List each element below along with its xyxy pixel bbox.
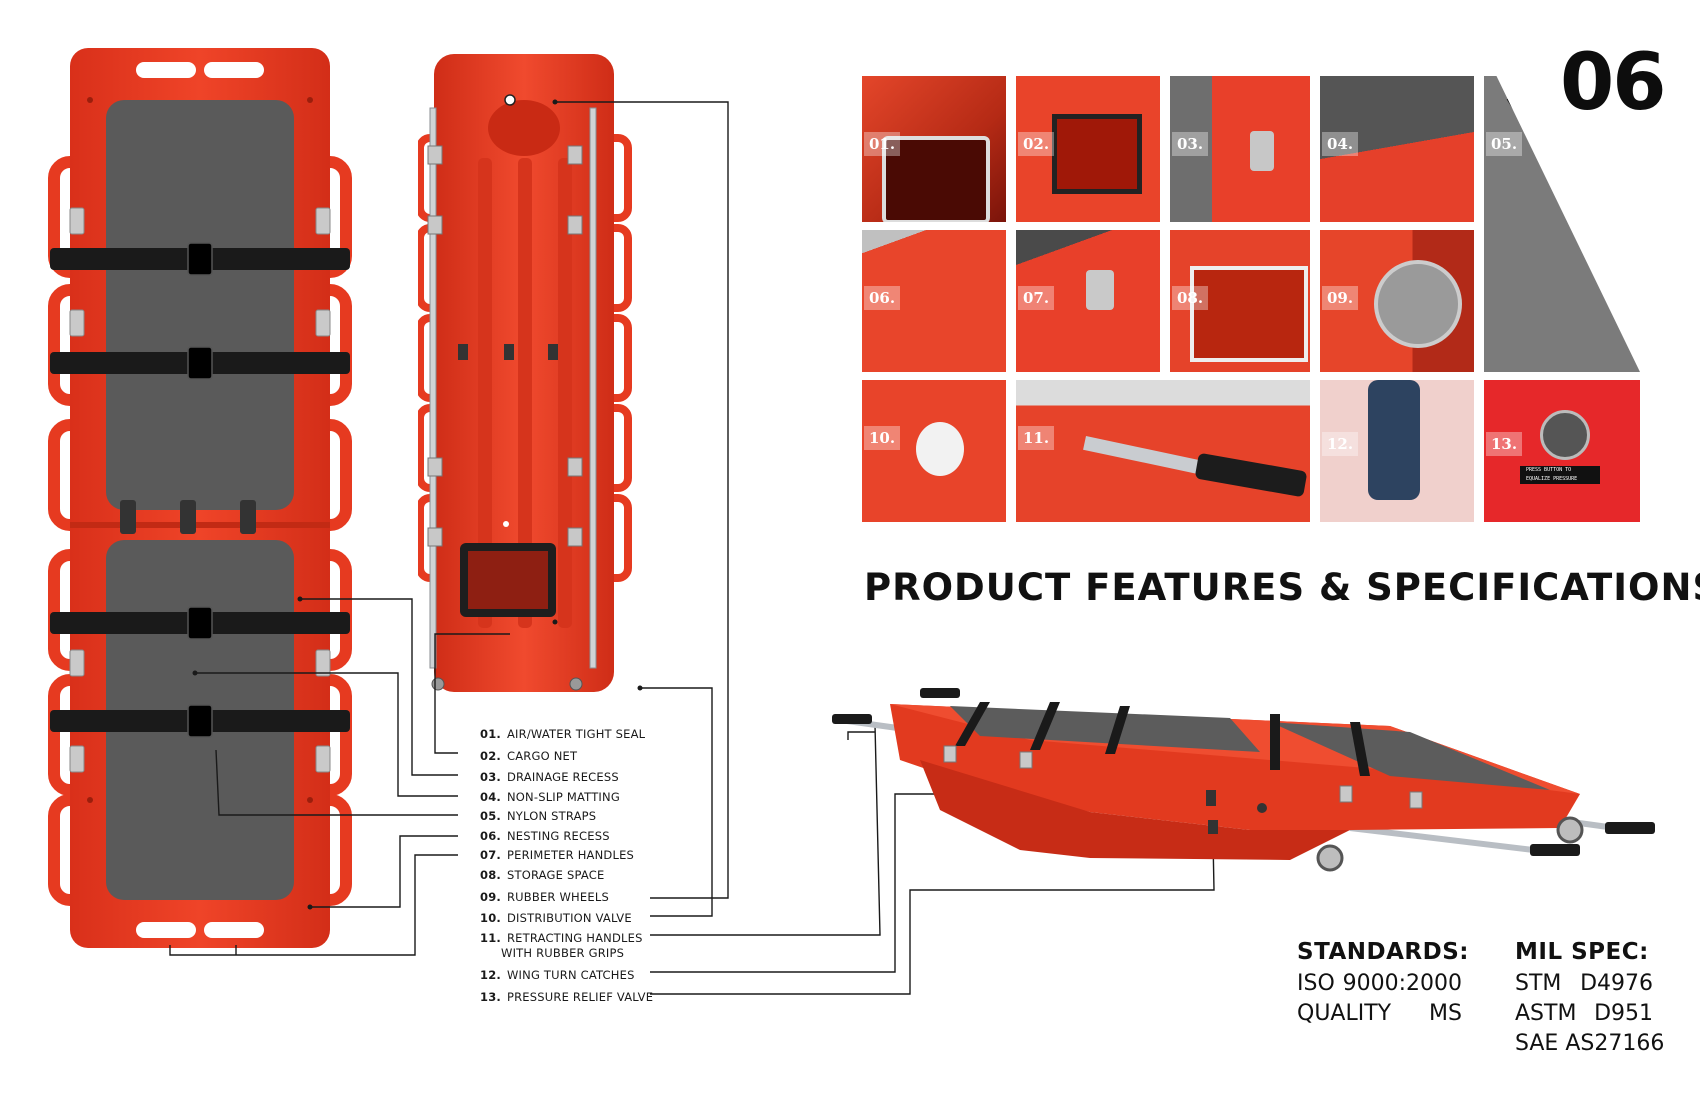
list-item: 01. AIR/WATER TIGHT SEAL [480, 727, 645, 742]
tile-number: 04. [1322, 132, 1359, 156]
tile-number: 11. [1018, 426, 1055, 450]
list-item: 12. WING TURN CATCHES [480, 968, 635, 983]
item-number: 13. [480, 990, 501, 1004]
item-number: 12. [480, 968, 501, 982]
item-label: DISTRIBUTION VALVE [506, 911, 632, 925]
list-item: 03. DRAINAGE RECESS [480, 770, 619, 785]
spec-key: SAE AS27166 [1515, 1031, 1665, 1056]
feature-tile-08: 08. [1170, 230, 1310, 372]
feature-tile-10: 10. [862, 380, 1006, 522]
tile-number: 07. [1018, 286, 1055, 310]
standards-title: STANDARDS: [1297, 939, 1469, 965]
page-title: PRODUCT FEATURES & SPECIFICATIONS [864, 566, 1700, 609]
item-number: 05. [480, 809, 501, 823]
list-item: 10. DISTRIBUTION VALVE [480, 911, 632, 926]
spec-value: D951 [1594, 1001, 1653, 1026]
spec-key: QUALITY [1297, 1001, 1392, 1026]
item-label: NESTING RECESS [506, 829, 610, 843]
item-label-continued: WITH RUBBER GRIPS [501, 946, 625, 960]
spec-value: D4976 [1580, 971, 1653, 996]
list-item: 13. PRESSURE RELIEF VALVE [480, 990, 653, 1005]
item-label: DRAINAGE RECESS [506, 770, 619, 784]
item-label: RUBBER WHEELS [506, 890, 609, 904]
tile-number: 05. [1486, 132, 1523, 156]
tile-number: 08. [1172, 286, 1209, 310]
item-number: 06. [480, 829, 501, 843]
feature-tile-03: 03. [1170, 76, 1310, 222]
tile-number: 03. [1172, 132, 1209, 156]
item-number: 11. [480, 931, 501, 945]
item-label: RETRACTING HANDLES [506, 931, 643, 945]
milspec-row: STM D4976 [1515, 971, 1653, 996]
feature-tile-09: 09. [1320, 230, 1474, 372]
item-number: 03. [480, 770, 501, 784]
milspec-row: ASTM D951 [1515, 1001, 1653, 1026]
spec-key: STM [1515, 971, 1562, 996]
list-item: 07. PERIMETER HANDLES [480, 848, 634, 863]
item-label: NON-SLIP MATTING [506, 790, 620, 804]
standards-row: QUALITY MS [1297, 1001, 1462, 1026]
item-label: STORAGE SPACE [506, 868, 605, 882]
feature-tile-06: 06. [862, 230, 1006, 372]
spec-key: ASTM [1515, 1001, 1577, 1026]
list-item: 02. CARGO NET [480, 749, 577, 764]
valve-label-line: EQUALIZE PRESSURE [1526, 476, 1578, 482]
item-number: 09. [480, 890, 501, 904]
standards-row: ISO 9000:2000 [1297, 971, 1462, 996]
tile-number: 09. [1322, 286, 1359, 310]
tile-number: 01. [864, 132, 901, 156]
stretcher-perspective-view [832, 688, 1655, 872]
spec-key: ISO [1297, 971, 1335, 996]
valve-label-line: PRESS BUTTON TO [1526, 467, 1572, 473]
list-item: 06. NESTING RECESS [480, 829, 610, 844]
list-item: 05. NYLON STRAPS [480, 809, 596, 824]
tile-number: 13. [1486, 432, 1523, 456]
item-label: PRESSURE RELIEF VALVE [506, 990, 654, 1004]
feature-tile-12: 12. [1320, 380, 1474, 522]
tile-number: 10. [864, 426, 901, 450]
feature-tile-02: 02. [1016, 76, 1160, 222]
item-label: WING TURN CATCHES [506, 968, 635, 982]
spec-value: MS [1429, 1001, 1462, 1026]
item-label: PERIMETER HANDLES [506, 848, 635, 862]
milspec-title: MIL SPEC: [1515, 939, 1649, 965]
item-number: 07. [480, 848, 501, 862]
item-number: 02. [480, 749, 501, 763]
item-label: CARGO NET [506, 749, 578, 763]
item-label: AIR/WATER TIGHT SEAL [506, 727, 646, 741]
item-number: 08. [480, 868, 501, 882]
item-number: 10. [480, 911, 501, 925]
item-number: 04. [480, 790, 501, 804]
feature-tile-11: 11. [1016, 380, 1310, 522]
list-item: 09. RUBBER WHEELS [480, 890, 609, 905]
feature-tile-07: 07. [1016, 230, 1160, 372]
stretcher-underside-view [418, 54, 632, 692]
tile-number: 02. [1018, 132, 1055, 156]
list-item: 08. STORAGE SPACE [480, 868, 604, 883]
page-number: 06 [1560, 38, 1667, 128]
milspec-row: SAE AS27166 [1515, 1031, 1664, 1056]
feature-tile-04: 04. [1320, 76, 1474, 222]
feature-tile-13: PRESS BUTTON TO EQUALIZE PRESSURE 13. [1484, 380, 1640, 522]
valve-label-plate: PRESS BUTTON TO EQUALIZE PRESSURE [1520, 466, 1600, 484]
feature-tile-01: 01. [862, 76, 1006, 222]
stretcher-top-view [48, 48, 352, 948]
tile-number: 12. [1322, 432, 1359, 456]
item-label: NYLON STRAPS [506, 809, 597, 823]
spec-value: 9000:2000 [1342, 971, 1462, 996]
item-number: 01. [480, 727, 501, 741]
list-item: 04. NON-SLIP MATTING [480, 790, 620, 805]
tile-number: 06. [864, 286, 901, 310]
